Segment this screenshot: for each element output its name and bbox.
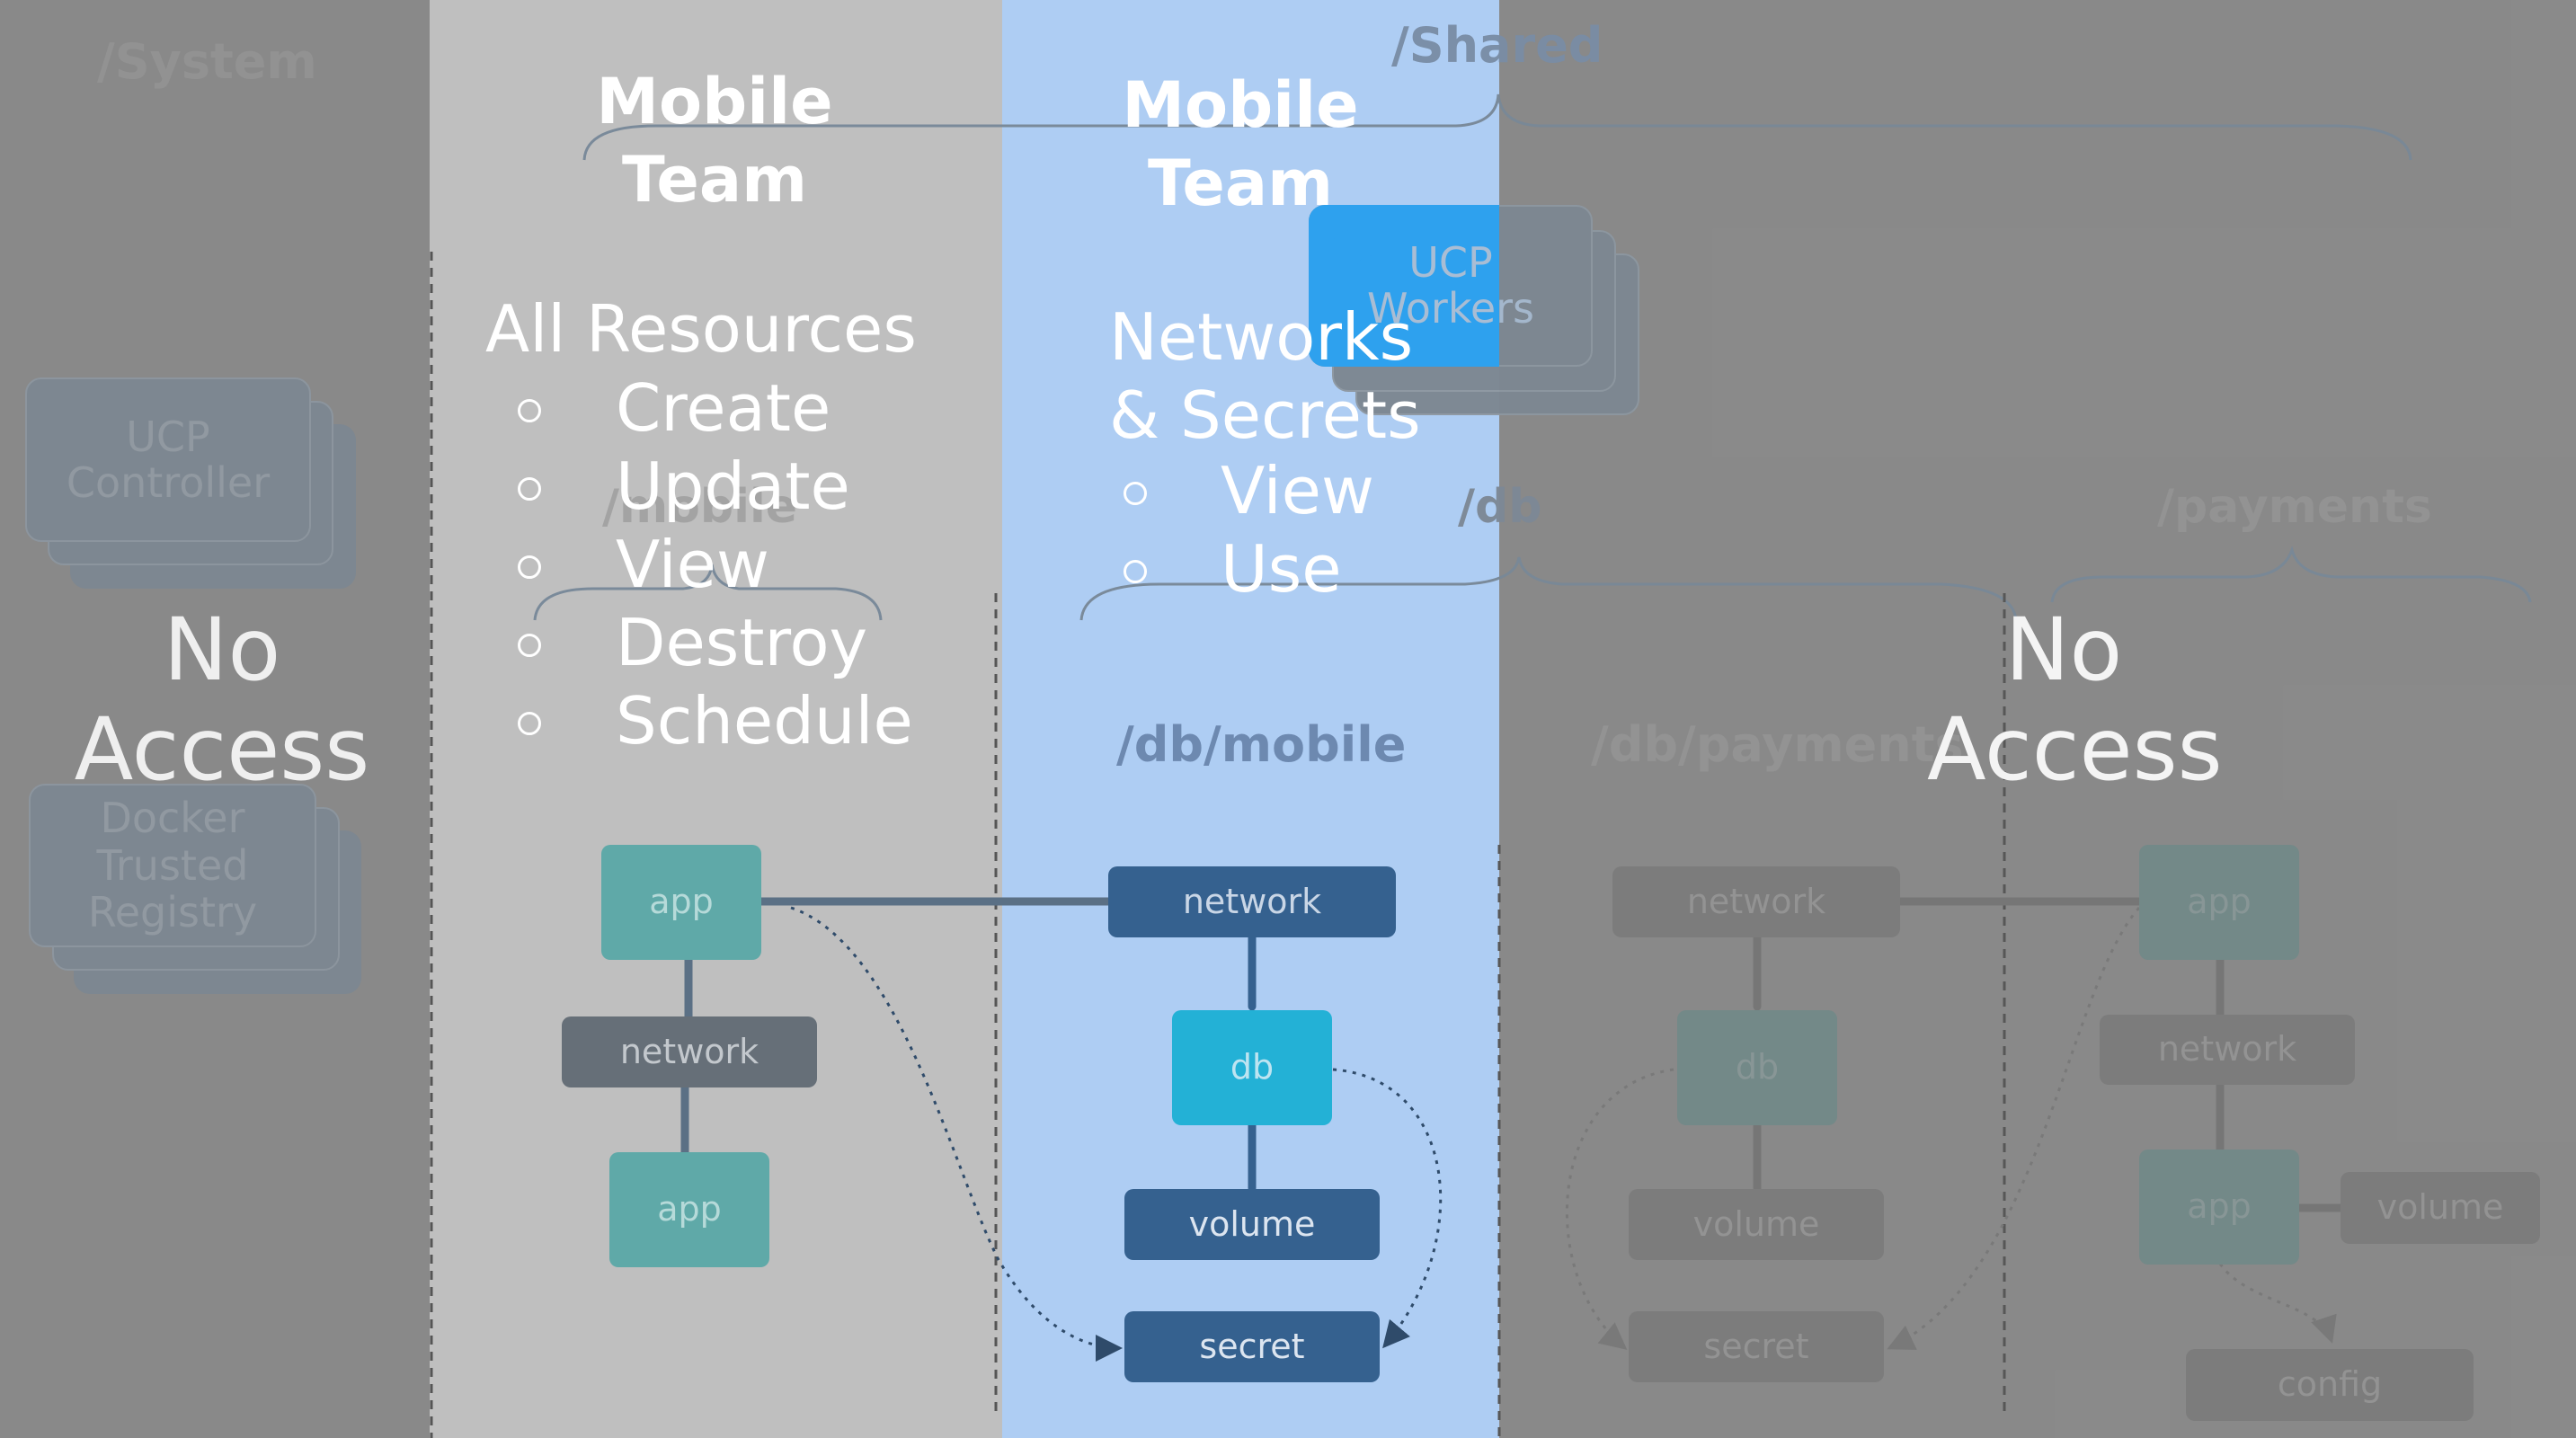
payments-network-node: network xyxy=(2100,1015,2355,1085)
db-payments-network-node: network xyxy=(1612,866,1900,937)
dotted-links xyxy=(790,906,2337,1362)
shared-brace xyxy=(582,93,2412,161)
collection-braces xyxy=(533,93,2532,621)
permission-bullet-update xyxy=(518,477,541,501)
mobile-collection-label: /mobile xyxy=(602,480,798,534)
permission-bullet-create xyxy=(518,399,541,422)
permission-bullet-view xyxy=(518,555,541,579)
solid-links xyxy=(680,897,2346,1212)
db-payments-collection-label: /db/payments xyxy=(1591,716,1964,773)
permission-shared-use: Use xyxy=(1221,531,1342,607)
permission-schedule: Schedule xyxy=(616,683,913,759)
db-mobile-db-node: db xyxy=(1172,1010,1332,1125)
db-mobile-volume-node: volume xyxy=(1124,1189,1380,1260)
mobile-app-node-bottom: app xyxy=(609,1152,769,1267)
payments-app-node-bottom: app xyxy=(2139,1150,2299,1265)
db-payments-secret-node: secret xyxy=(1629,1311,1884,1382)
permission-view: View xyxy=(616,527,769,602)
mobile-app-node-top: app xyxy=(601,845,761,960)
db-collection-label: /db xyxy=(1458,480,1542,534)
ucp-workers-visible-slice xyxy=(1309,205,1499,367)
db-mobile-collection-label: /db/mobile xyxy=(1116,716,1407,773)
permission-bullet-destroy xyxy=(518,634,541,657)
shared-collection-label: /Shared xyxy=(1391,17,1603,74)
permission-shared-view: View xyxy=(1221,453,1374,528)
payments-app-node-top: app xyxy=(2139,845,2299,960)
payments-brace xyxy=(2050,546,2532,603)
permission-create: Create xyxy=(616,370,831,446)
db-mobile-network-node: network xyxy=(1108,866,1396,937)
payments-config-node: config xyxy=(2186,1349,2474,1421)
mobile-brace xyxy=(533,564,883,621)
permission-update: Update xyxy=(616,448,850,524)
collection-boundaries xyxy=(430,252,2006,1438)
grant-shared-heading: Networks& Secrets xyxy=(1109,299,1421,454)
db-payments-volume-node: volume xyxy=(1629,1189,1884,1260)
mobile-network-node: network xyxy=(562,1016,817,1087)
db-brace xyxy=(1079,556,2018,621)
payments-volume-node: volume xyxy=(2341,1172,2540,1244)
db-payments-db-node: db xyxy=(1677,1010,1837,1125)
permission-destroy: Destroy xyxy=(616,605,868,680)
permission-bullet-shared-use xyxy=(1124,560,1147,583)
db-mobile-secret-node: secret xyxy=(1124,1311,1380,1382)
permission-bullet-shared-view xyxy=(1124,482,1147,505)
system-collection-label: /System xyxy=(97,33,317,90)
payments-collection-label: /payments xyxy=(2157,480,2432,534)
grant-all-heading: All Resources xyxy=(485,291,917,367)
permission-bullet-schedule xyxy=(518,712,541,735)
